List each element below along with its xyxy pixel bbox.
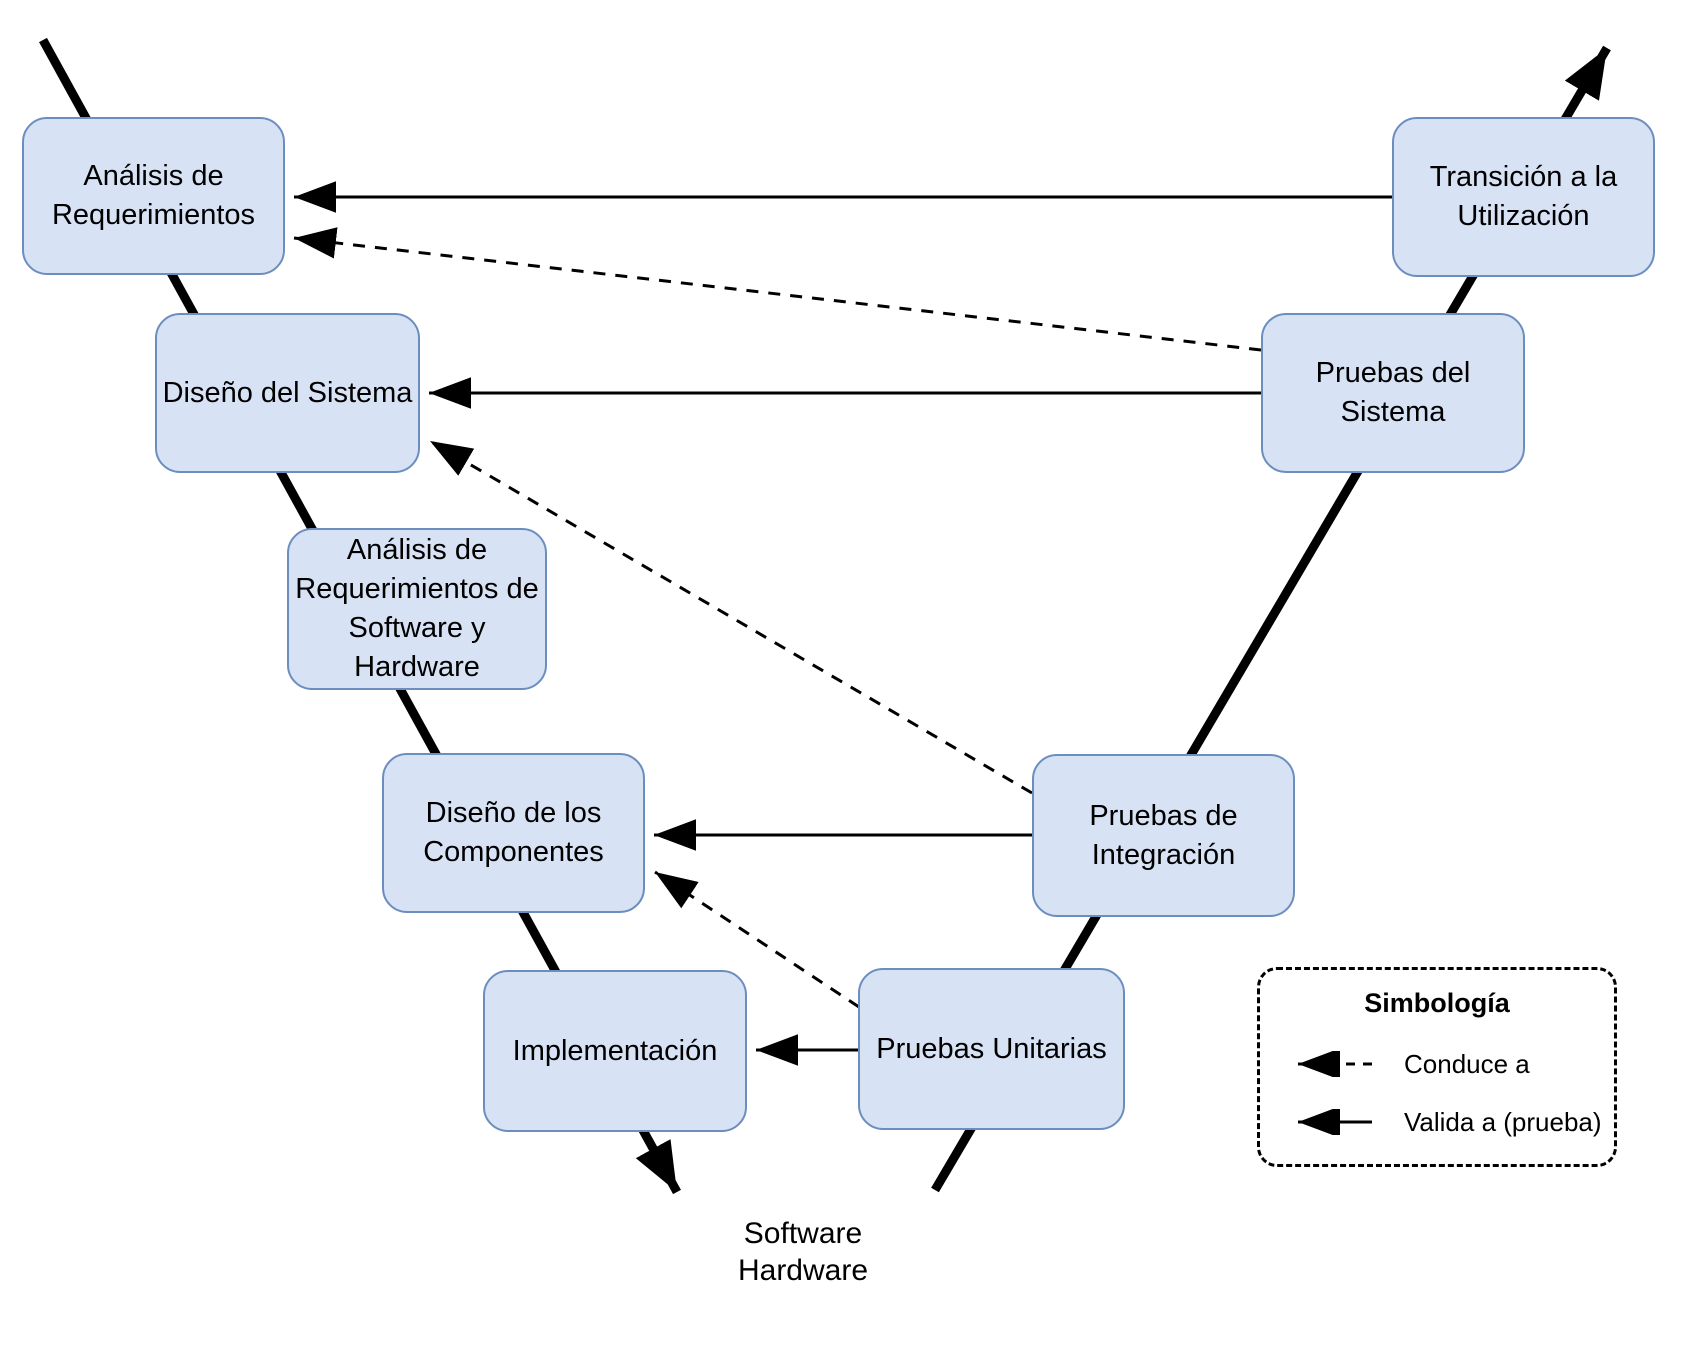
hardware-label: Hardware	[737, 1254, 869, 1287]
software-hardware-label: Software Hardware	[653, 1215, 953, 1289]
node-diseno-sistema: Diseño del Sistema	[155, 313, 420, 473]
legend-item-valida: Valida a (prueba)	[1284, 1106, 1602, 1138]
edge-conduce-pruebassistema-to-analisis	[293, 227, 1262, 352]
node-analisis-requerimientos-sw-hw: Análisis de Requerimientos de Software y…	[287, 528, 547, 690]
node-pruebas-sistema: Pruebas del Sistema	[1261, 313, 1525, 473]
node-label: Análisis de Requerimientos de Software y…	[295, 534, 539, 683]
edge-conduce-integracion-to-diseno	[429, 439, 1033, 795]
node-transicion-utilizacion: Transición a la Utilización	[1392, 117, 1655, 277]
node-label: Pruebas Unitarias	[876, 1032, 1107, 1065]
node-pruebas-unitarias: Pruebas Unitarias	[858, 968, 1125, 1130]
software-label: Software	[743, 1217, 863, 1250]
node-label: Diseño de los Componentes	[423, 797, 604, 868]
node-pruebas-integracion: Pruebas de Integración	[1032, 754, 1295, 917]
legend-label-conduce: Conduce a	[1404, 1048, 1530, 1079]
legend-label-valida: Valida a (prueba)	[1404, 1106, 1602, 1137]
node-label: Diseño del Sistema	[162, 376, 413, 409]
node-implementacion: Implementación	[483, 970, 747, 1132]
node-label: Pruebas de Integración	[1089, 799, 1238, 871]
legend-title: Simbología	[1364, 988, 1510, 1018]
node-label: Pruebas del Sistema	[1315, 357, 1471, 428]
node-diseno-componentes: Diseño de los Componentes	[382, 753, 645, 913]
dashed-left-arrow-icon	[1298, 1051, 1372, 1077]
node-analisis-requerimientos: Análisis de Requerimientos	[22, 117, 285, 275]
node-label: Implementación	[512, 1034, 718, 1067]
legend-item-conduce: Conduce a	[1284, 1048, 1530, 1080]
solid-left-arrow-icon	[1298, 1109, 1372, 1135]
node-label: Análisis de Requerimientos	[51, 160, 256, 231]
node-label: Transición a la Utilización	[1429, 161, 1618, 232]
legend: Simbología Conduce a	[1257, 967, 1617, 1167]
edge-conduce-unitarias-to-componentes	[654, 870, 860, 1009]
